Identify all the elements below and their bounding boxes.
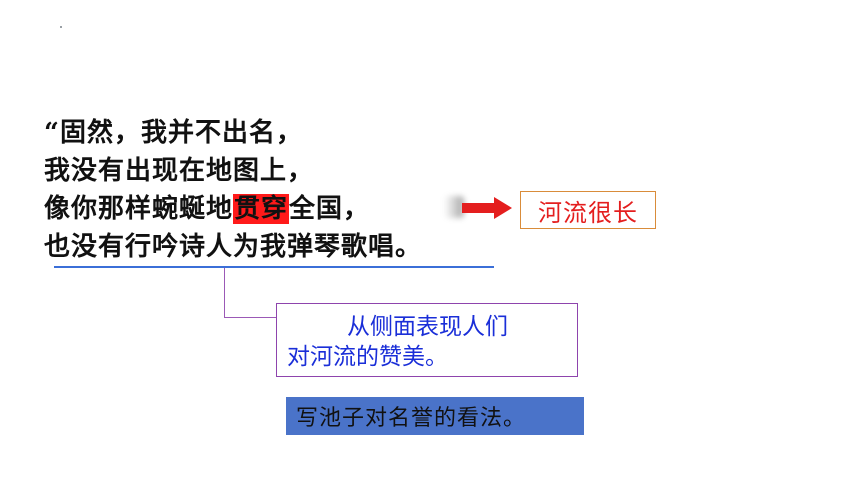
praise-note-box: 从侧面表现人们 对河流的赞美。 xyxy=(276,303,578,377)
line-4-underline xyxy=(54,266,494,268)
connector-vertical xyxy=(224,268,225,318)
poem-line-3-before: 像你那样蜿蜒地 xyxy=(44,194,234,224)
poem-line-1: “固然，我并不出名， xyxy=(44,118,303,148)
poem-text: “固然，我并不出名， 我没有出现在地图上， 像你那样蜿蜒地贯穿全国， 也没有行吟… xyxy=(44,114,422,266)
praise-line-1: 从侧面表现人们 xyxy=(347,314,508,340)
corner-dot xyxy=(60,26,62,28)
fame-view-label: 写池子对名誉的看法。 xyxy=(296,406,527,431)
poem-line-3: 像你那样蜿蜒地贯穿全国， xyxy=(44,190,422,228)
river-long-box: 河流很长 xyxy=(520,191,656,229)
right-arrow-icon xyxy=(462,197,512,219)
fame-view-box: 写池子对名誉的看法。 xyxy=(286,397,584,435)
arrow-shadow xyxy=(444,196,464,218)
highlighted-word: 贯穿 xyxy=(233,194,290,224)
connector-horizontal xyxy=(224,317,276,318)
poem-line-2: 我没有出现在地图上， xyxy=(44,156,315,186)
river-long-label: 河流很长 xyxy=(538,198,638,227)
poem-line-3-after: 全国， xyxy=(289,194,371,224)
praise-line-2: 对河流的赞美。 xyxy=(287,344,448,370)
poem-line-4: 也没有行吟诗人为我弹琴歌唱。 xyxy=(44,232,423,262)
